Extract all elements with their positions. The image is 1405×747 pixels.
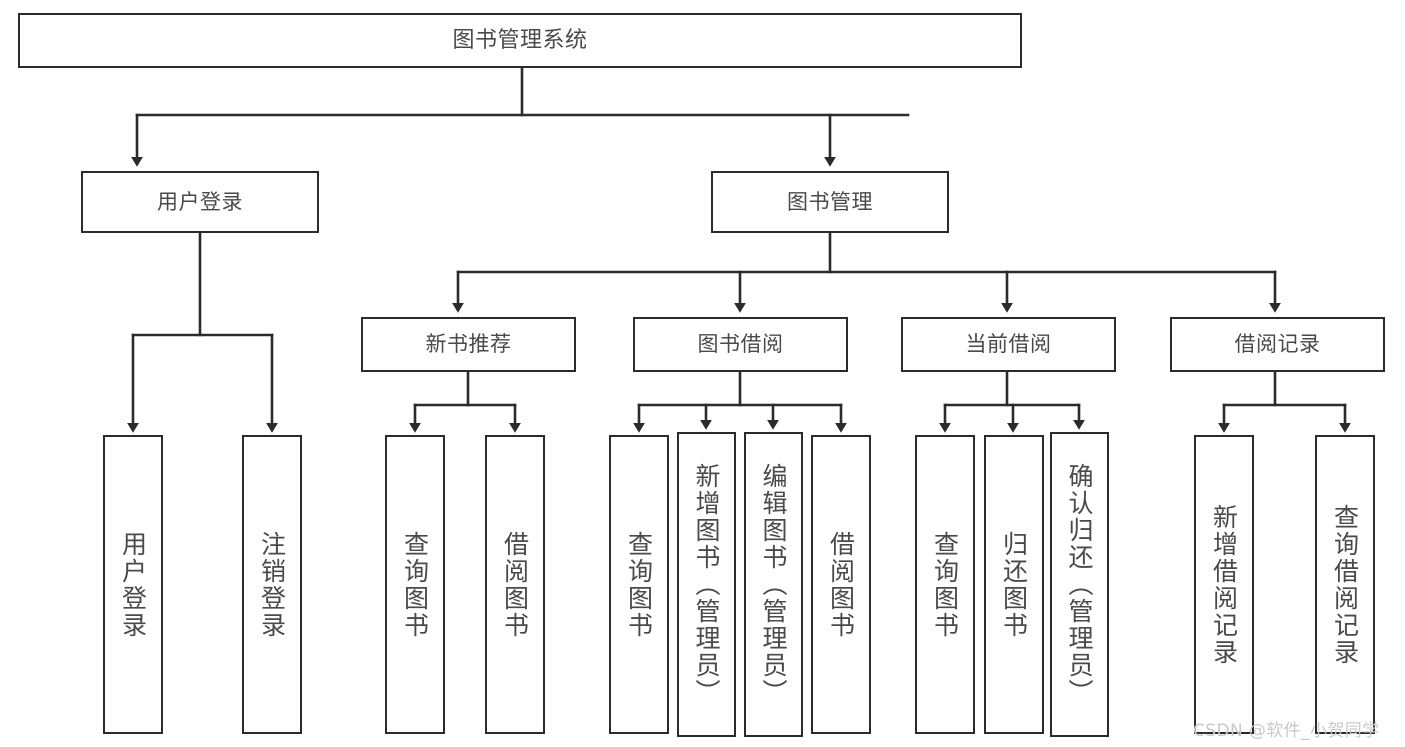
node-leaf-confirm-return[interactable]: 确认归还（管理员） [1050, 432, 1109, 737]
node-user-login-label: 用户登录 [157, 189, 243, 214]
node-book-borrow[interactable]: 图书借阅 [633, 317, 848, 372]
watermark-text: CSDN @软件_小贺同学 [1193, 721, 1380, 741]
node-leaf-return-book-label: 归还图书 [999, 530, 1029, 639]
node-leaf-borrow-book-1-label: 借阅图书 [500, 530, 530, 639]
node-leaf-borrow-book-2-label: 借阅图书 [826, 530, 856, 639]
node-leaf-confirm-return-label: 确认归还（管理员） [1065, 463, 1094, 706]
node-leaf-logout-label: 注销登录 [257, 530, 287, 639]
node-leaf-edit-book-label: 编辑图书（管理员） [759, 463, 788, 706]
node-user-login[interactable]: 用户登录 [81, 171, 319, 233]
node-borrow-record[interactable]: 借阅记录 [1170, 317, 1385, 372]
node-borrow-record-label: 借阅记录 [1234, 332, 1321, 357]
node-leaf-add-book-label: 新增图书（管理员） [692, 463, 721, 706]
node-leaf-add-book[interactable]: 新增图书（管理员） [677, 432, 736, 737]
node-leaf-add-record[interactable]: 新增借阅记录 [1194, 435, 1254, 734]
node-root[interactable]: 图书管理系统 [18, 13, 1022, 68]
node-leaf-logout[interactable]: 注销登录 [242, 435, 302, 734]
node-new-book-recommend[interactable]: 新书推荐 [361, 317, 576, 372]
node-leaf-borrow-book-1[interactable]: 借阅图书 [485, 435, 545, 734]
node-leaf-query-book-2-label: 查询图书 [624, 530, 654, 639]
node-book-borrow-label: 图书借阅 [697, 332, 784, 357]
node-leaf-query-book-1-label: 查询图书 [400, 530, 430, 639]
node-new-book-recommend-label: 新书推荐 [425, 332, 512, 357]
node-leaf-query-book-1[interactable]: 查询图书 [385, 435, 445, 734]
node-current-borrow-label: 当前借阅 [965, 332, 1052, 357]
node-current-borrow[interactable]: 当前借阅 [901, 317, 1116, 372]
node-leaf-query-book-3-label: 查询图书 [930, 530, 960, 639]
node-root-label: 图书管理系统 [452, 27, 588, 53]
node-leaf-user-login[interactable]: 用户登录 [103, 435, 163, 734]
node-leaf-query-book-3[interactable]: 查询图书 [915, 435, 975, 734]
node-leaf-user-login-label: 用户登录 [118, 530, 148, 639]
node-leaf-query-record[interactable]: 查询借阅记录 [1315, 435, 1375, 734]
node-leaf-query-record-label: 查询借阅记录 [1330, 503, 1360, 666]
node-book-manage-label: 图书管理 [787, 189, 873, 214]
node-leaf-add-record-label: 新增借阅记录 [1209, 503, 1239, 666]
node-book-manage[interactable]: 图书管理 [711, 171, 949, 233]
node-leaf-return-book[interactable]: 归还图书 [984, 435, 1044, 734]
node-leaf-query-book-2[interactable]: 查询图书 [609, 435, 669, 734]
node-leaf-borrow-book-2[interactable]: 借阅图书 [811, 435, 871, 734]
node-leaf-edit-book[interactable]: 编辑图书（管理员） [744, 432, 803, 737]
